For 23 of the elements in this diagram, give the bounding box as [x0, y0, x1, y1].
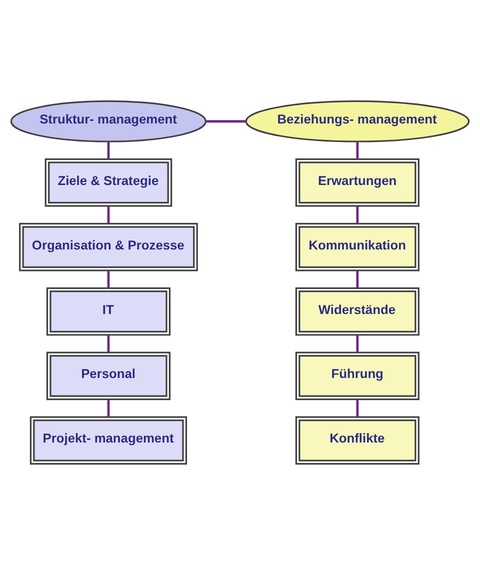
node-ellipse: Struktur- management	[10, 100, 207, 142]
connector	[356, 141, 359, 159]
node-box: Projekt- management	[30, 416, 188, 464]
node-box: IT	[46, 286, 170, 336]
node-box: Konflikte	[295, 416, 420, 464]
connector	[107, 141, 110, 159]
node-box: Führung	[295, 351, 420, 400]
connector	[107, 399, 110, 416]
node-box: Erwartungen	[295, 158, 420, 206]
node-box: Kommunikation	[295, 222, 420, 271]
node-box: Organisation & Prozesse	[19, 222, 198, 271]
connector	[206, 120, 246, 122]
connector	[107, 270, 110, 288]
connector	[356, 206, 359, 224]
connector	[356, 270, 359, 288]
node-box: Ziele & Strategie	[44, 158, 172, 206]
connector	[356, 334, 359, 352]
connector	[356, 399, 359, 416]
connector	[107, 334, 110, 352]
node-ellipse: Beziehungs- management	[245, 100, 470, 142]
node-box: Personal	[46, 351, 170, 400]
connector	[107, 206, 110, 224]
node-box: Widerstände	[295, 286, 420, 336]
